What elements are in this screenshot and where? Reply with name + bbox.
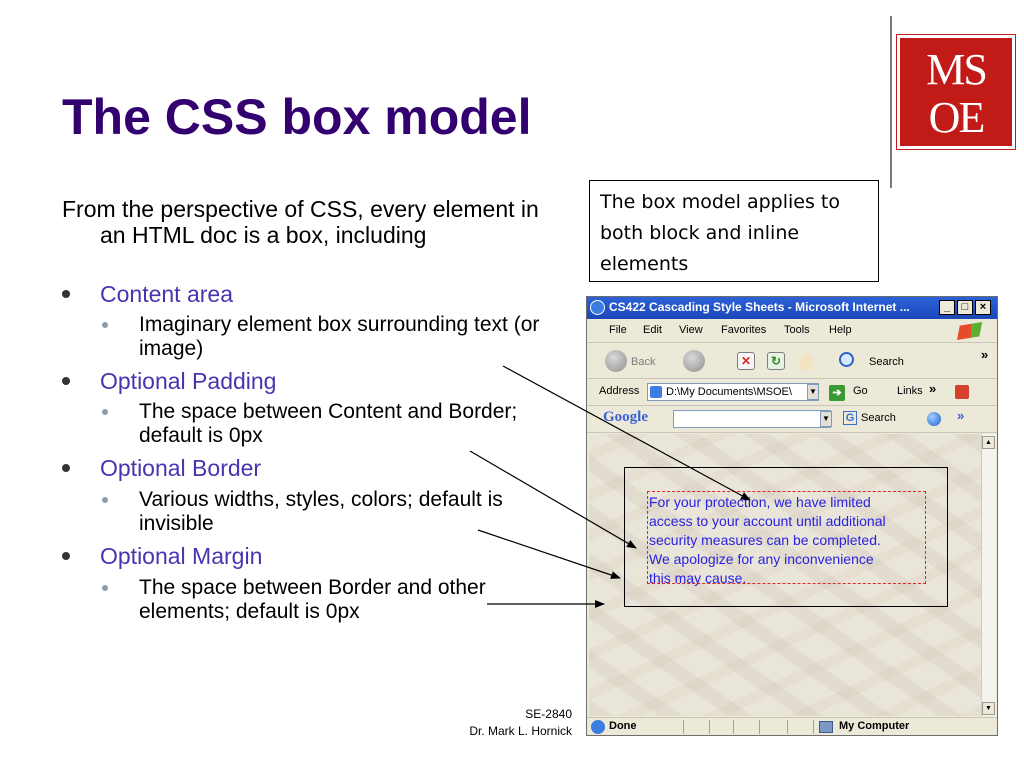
message-line: For your protection, we have limited [649,494,871,510]
menu-help[interactable]: Help [829,324,852,336]
toolbar-overflow-chevron[interactable]: » [981,347,989,362]
forward-arrow-icon[interactable] [683,350,705,372]
message-line: security measures can be completed. [649,532,881,548]
back-arrow-icon[interactable] [605,350,627,372]
footer-course: SE-2840 [525,707,572,721]
status-bar: Done My Computer [587,717,997,736]
go-button-label[interactable]: Go [853,385,868,397]
sub-bullet-text: The space between Border and other eleme… [139,576,486,623]
slide-footer: SE-2840 Dr. Mark L. Hornick [430,706,572,740]
bullet-dot [62,290,70,298]
google-toolbar: Google ▼ G Search » [587,406,997,433]
protection-message: For your protection, we have limited acc… [649,493,926,588]
status-divider [683,720,684,734]
translate-icon[interactable] [955,385,969,399]
google-logo[interactable]: Google [603,409,648,426]
menu-tools[interactable]: Tools [784,324,810,336]
message-line: We apologize for any inconvenience [649,551,874,567]
sub-bullet-dot [102,585,108,591]
bullet-label: Optional Padding [100,368,277,394]
browser-title: CS422 Cascading Style Sheets - Microsoft… [609,300,910,314]
links-label[interactable]: Links [897,385,923,397]
search-button-label[interactable]: Search [869,356,904,368]
scroll-up-arrow[interactable]: ▲ [982,436,995,449]
sub-bullet-dot [102,497,108,503]
browser-titlebar[interactable]: CS422 Cascading Style Sheets - Microsoft… [587,297,997,319]
links-chevron[interactable]: » [929,381,937,396]
sub-bullet-text: Imaginary element box surrounding text (… [139,313,540,360]
google-search-icon[interactable]: G [843,411,857,425]
sub-bullet-text: Various widths, styles, colors; default … [139,488,503,535]
back-button-label[interactable]: Back [631,356,656,368]
bullet-label: Content area [100,281,233,307]
sub-bullet-dot [102,322,108,328]
browser-window: CS422 Cascading Style Sheets - Microsoft… [586,296,998,736]
address-value: D:\My Documents\MSOE\ [666,386,792,398]
status-divider [813,720,814,734]
menu-edit[interactable]: Edit [643,324,662,336]
status-divider [709,720,710,734]
message-line: access to your account until additional [649,513,886,529]
google-logo-text: Google [603,409,648,425]
intro-text: From the perspective of CSS, every eleme… [62,196,539,248]
scroll-down-arrow[interactable]: ▼ [982,702,995,715]
slide-title: The CSS box model [62,89,532,145]
footer-author: Dr. Mark L. Hornick [469,724,572,738]
status-divider [787,720,788,734]
ie-icon [590,300,605,315]
globe-icon[interactable] [927,412,941,426]
close-button[interactable]: × [975,300,991,315]
demo-content-box: For your protection, we have limited acc… [647,491,926,586]
address-input[interactable]: D:\My Documents\MSOE\ [647,383,819,401]
google-dropdown-icon[interactable]: ▼ [820,411,832,427]
minimize-button[interactable]: _ [939,300,955,315]
bullet-dot [62,552,70,560]
vertical-scrollbar[interactable]: ▲ ▼ [981,434,996,716]
refresh-icon[interactable]: ↻ [767,352,785,370]
zone-text: My Computer [839,720,910,732]
stop-icon[interactable]: ✕ [737,352,755,370]
sub-bullet-dot [102,409,108,415]
google-search-input[interactable] [673,410,831,428]
logo-line-1: MS [926,45,988,94]
maximize-button[interactable]: □ [957,300,973,315]
computer-icon [819,721,833,733]
google-toolbar-chevron[interactable]: » [957,408,965,423]
message-line: this may cause. [649,570,747,586]
bullet-label: Optional Border [100,455,262,481]
ie-page-icon [591,720,605,734]
status-divider [759,720,760,734]
address-dropdown-icon[interactable]: ▼ [807,384,819,400]
menu-file[interactable]: File [609,324,627,336]
home-icon[interactable] [797,352,815,370]
bullet-dot [62,464,70,472]
search-magnifier-icon[interactable] [839,352,854,367]
bullet-label: Optional Margin [100,543,263,569]
status-divider [733,720,734,734]
address-label: Address [599,385,640,397]
logo-line-2: OE [928,93,986,142]
address-bar: Address D:\My Documents\MSOE\ ▼ ➔ Go Lin… [587,379,997,406]
title-divider [890,16,892,188]
page-viewport[interactable]: For your protection, we have limited acc… [589,434,981,716]
menu-view[interactable]: View [679,324,703,336]
bullet-dot [62,377,70,385]
windows-flag-icon [957,322,983,340]
go-arrow-icon[interactable]: ➔ [829,385,845,401]
menu-favorites[interactable]: Favorites [721,324,767,336]
status-text: Done [609,720,637,732]
google-search-label[interactable]: Search [861,412,896,424]
menu-bar: File Edit View Favorites Tools Help [587,320,997,343]
page-icon [650,386,662,398]
callout-box: The box model applies to both block and … [589,180,879,282]
standard-toolbar: Back ✕ ↻ Search » [587,344,997,379]
sub-bullet-text: The space between Content and Border; de… [139,400,518,447]
msoe-logo: MS OE [896,34,1016,150]
